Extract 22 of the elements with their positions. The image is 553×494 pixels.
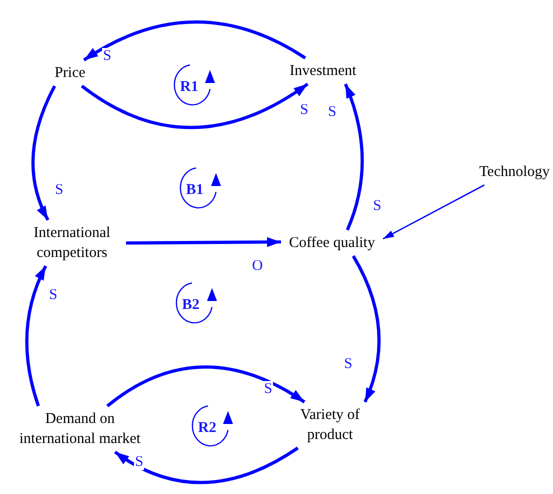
arrow: [126, 237, 281, 248]
arrow: [83, 20, 306, 62]
loop-label: B1: [186, 182, 204, 198]
variable-name: Coffee quality: [283, 232, 381, 254]
arrow: [114, 446, 299, 484]
loop-label: R1: [180, 79, 198, 95]
polarity-label: S: [134, 454, 144, 470]
variable-name: Investment: [283, 60, 363, 82]
variable-name: Demand on international market: [18, 408, 142, 450]
arrow: [80, 82, 309, 130]
arrow: [106, 365, 306, 408]
arrow: [31, 85, 56, 221]
loop-label: R2: [198, 420, 216, 436]
arrow: [382, 184, 485, 240]
arrow: [344, 83, 364, 231]
arrow: [352, 255, 381, 403]
variable-name: Price: [48, 62, 92, 84]
variable-name: Variety of product: [285, 404, 375, 446]
variable-name: International competitors: [20, 222, 124, 264]
variable-name: Technology: [476, 161, 553, 183]
arrow: [25, 265, 48, 406]
loop-label: B2: [182, 297, 200, 313]
